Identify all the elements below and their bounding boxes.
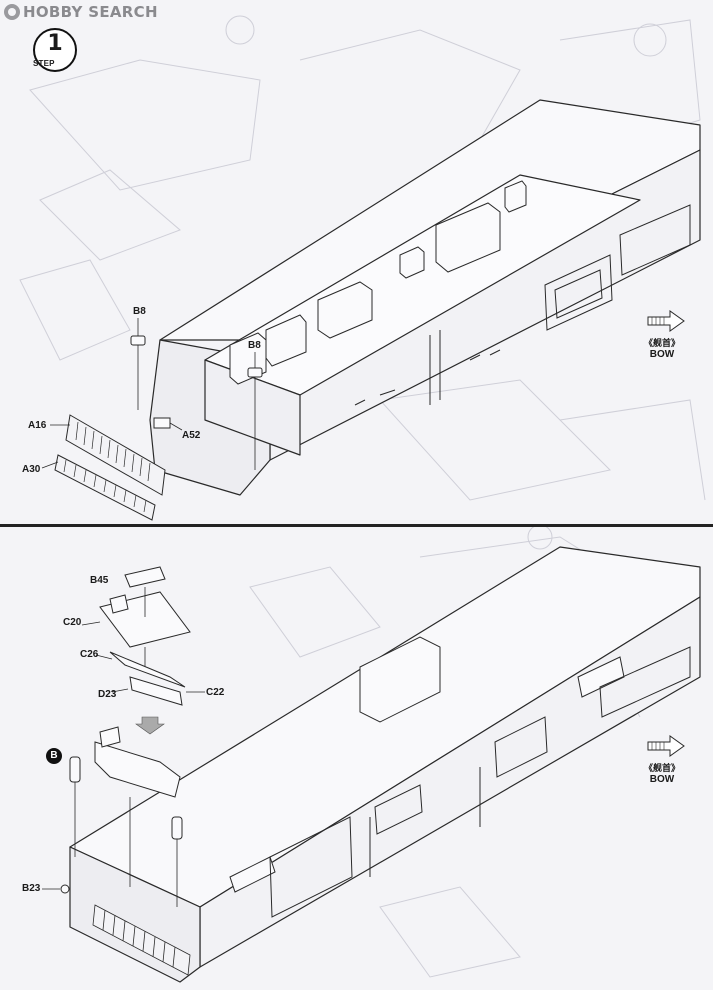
bow-label-zh: 《舰首》 [643,764,680,774]
bow-label-zh: 《舰首》 [643,339,680,349]
step-number: 1 [47,31,63,56]
exploded-parts-bottom [60,566,191,894]
label-c20: C20 [63,617,82,628]
panel-divider [0,524,713,527]
bow-grille-bottom [92,904,191,976]
hull-body-bottom [69,546,701,983]
leader-lines-top [41,318,256,470]
small-parts-top [130,335,263,429]
label-d23: D23 [98,689,117,700]
bow-label-top: 《舰首》 BOW [634,336,690,360]
step-word: STEP [33,59,55,68]
hull-side-details-top [354,204,691,406]
bleed-through-lines [19,15,706,501]
deck-equipment-top [229,180,527,385]
step-panel-top: 1 STEP B8 B8 A16 A52 A30 《舰首》 BOW [19,15,706,521]
label-c22: C22 [206,687,225,698]
watermark-logo-icon [4,4,20,20]
hull-body-top [149,99,701,496]
leader-lines-bottom [42,587,205,907]
label-a16: A16 [28,420,47,431]
label-a30: A30 [22,464,41,475]
bow-label-en: BOW [649,774,675,785]
label-b45: B45 [90,575,109,586]
watermark-text: HOBBY SEARCH [23,3,158,21]
deck-equipment-bottom [229,636,625,893]
subassembly-marker-b: B [46,748,62,764]
hull-side-details-bottom [269,646,691,918]
label-b23: B23 [22,883,41,894]
part-a16-grille [65,414,166,496]
label-b8-right: B8 [248,340,261,351]
bow-label-bottom: 《舰首》 BOW [634,761,690,785]
assembly-arrow-icon [135,716,165,735]
label-b8-left: B8 [133,306,146,317]
bow-arrow-icon [646,310,686,337]
watermark: HOBBY SEARCH [4,3,158,21]
hull-diagram-bottom [42,527,701,983]
bow-label-en: BOW [649,349,675,360]
step-badge: 1 STEP [33,28,77,72]
part-a30-grille [54,454,156,521]
bow-arrow-icon [646,735,686,762]
label-a52: A52 [182,430,201,441]
step-panel-bottom: B45 C20 C26 D23 C22 B23 《舰首》 BOW [0,527,713,990]
hull-diagram-top [19,15,706,521]
label-c26: C26 [80,649,99,660]
